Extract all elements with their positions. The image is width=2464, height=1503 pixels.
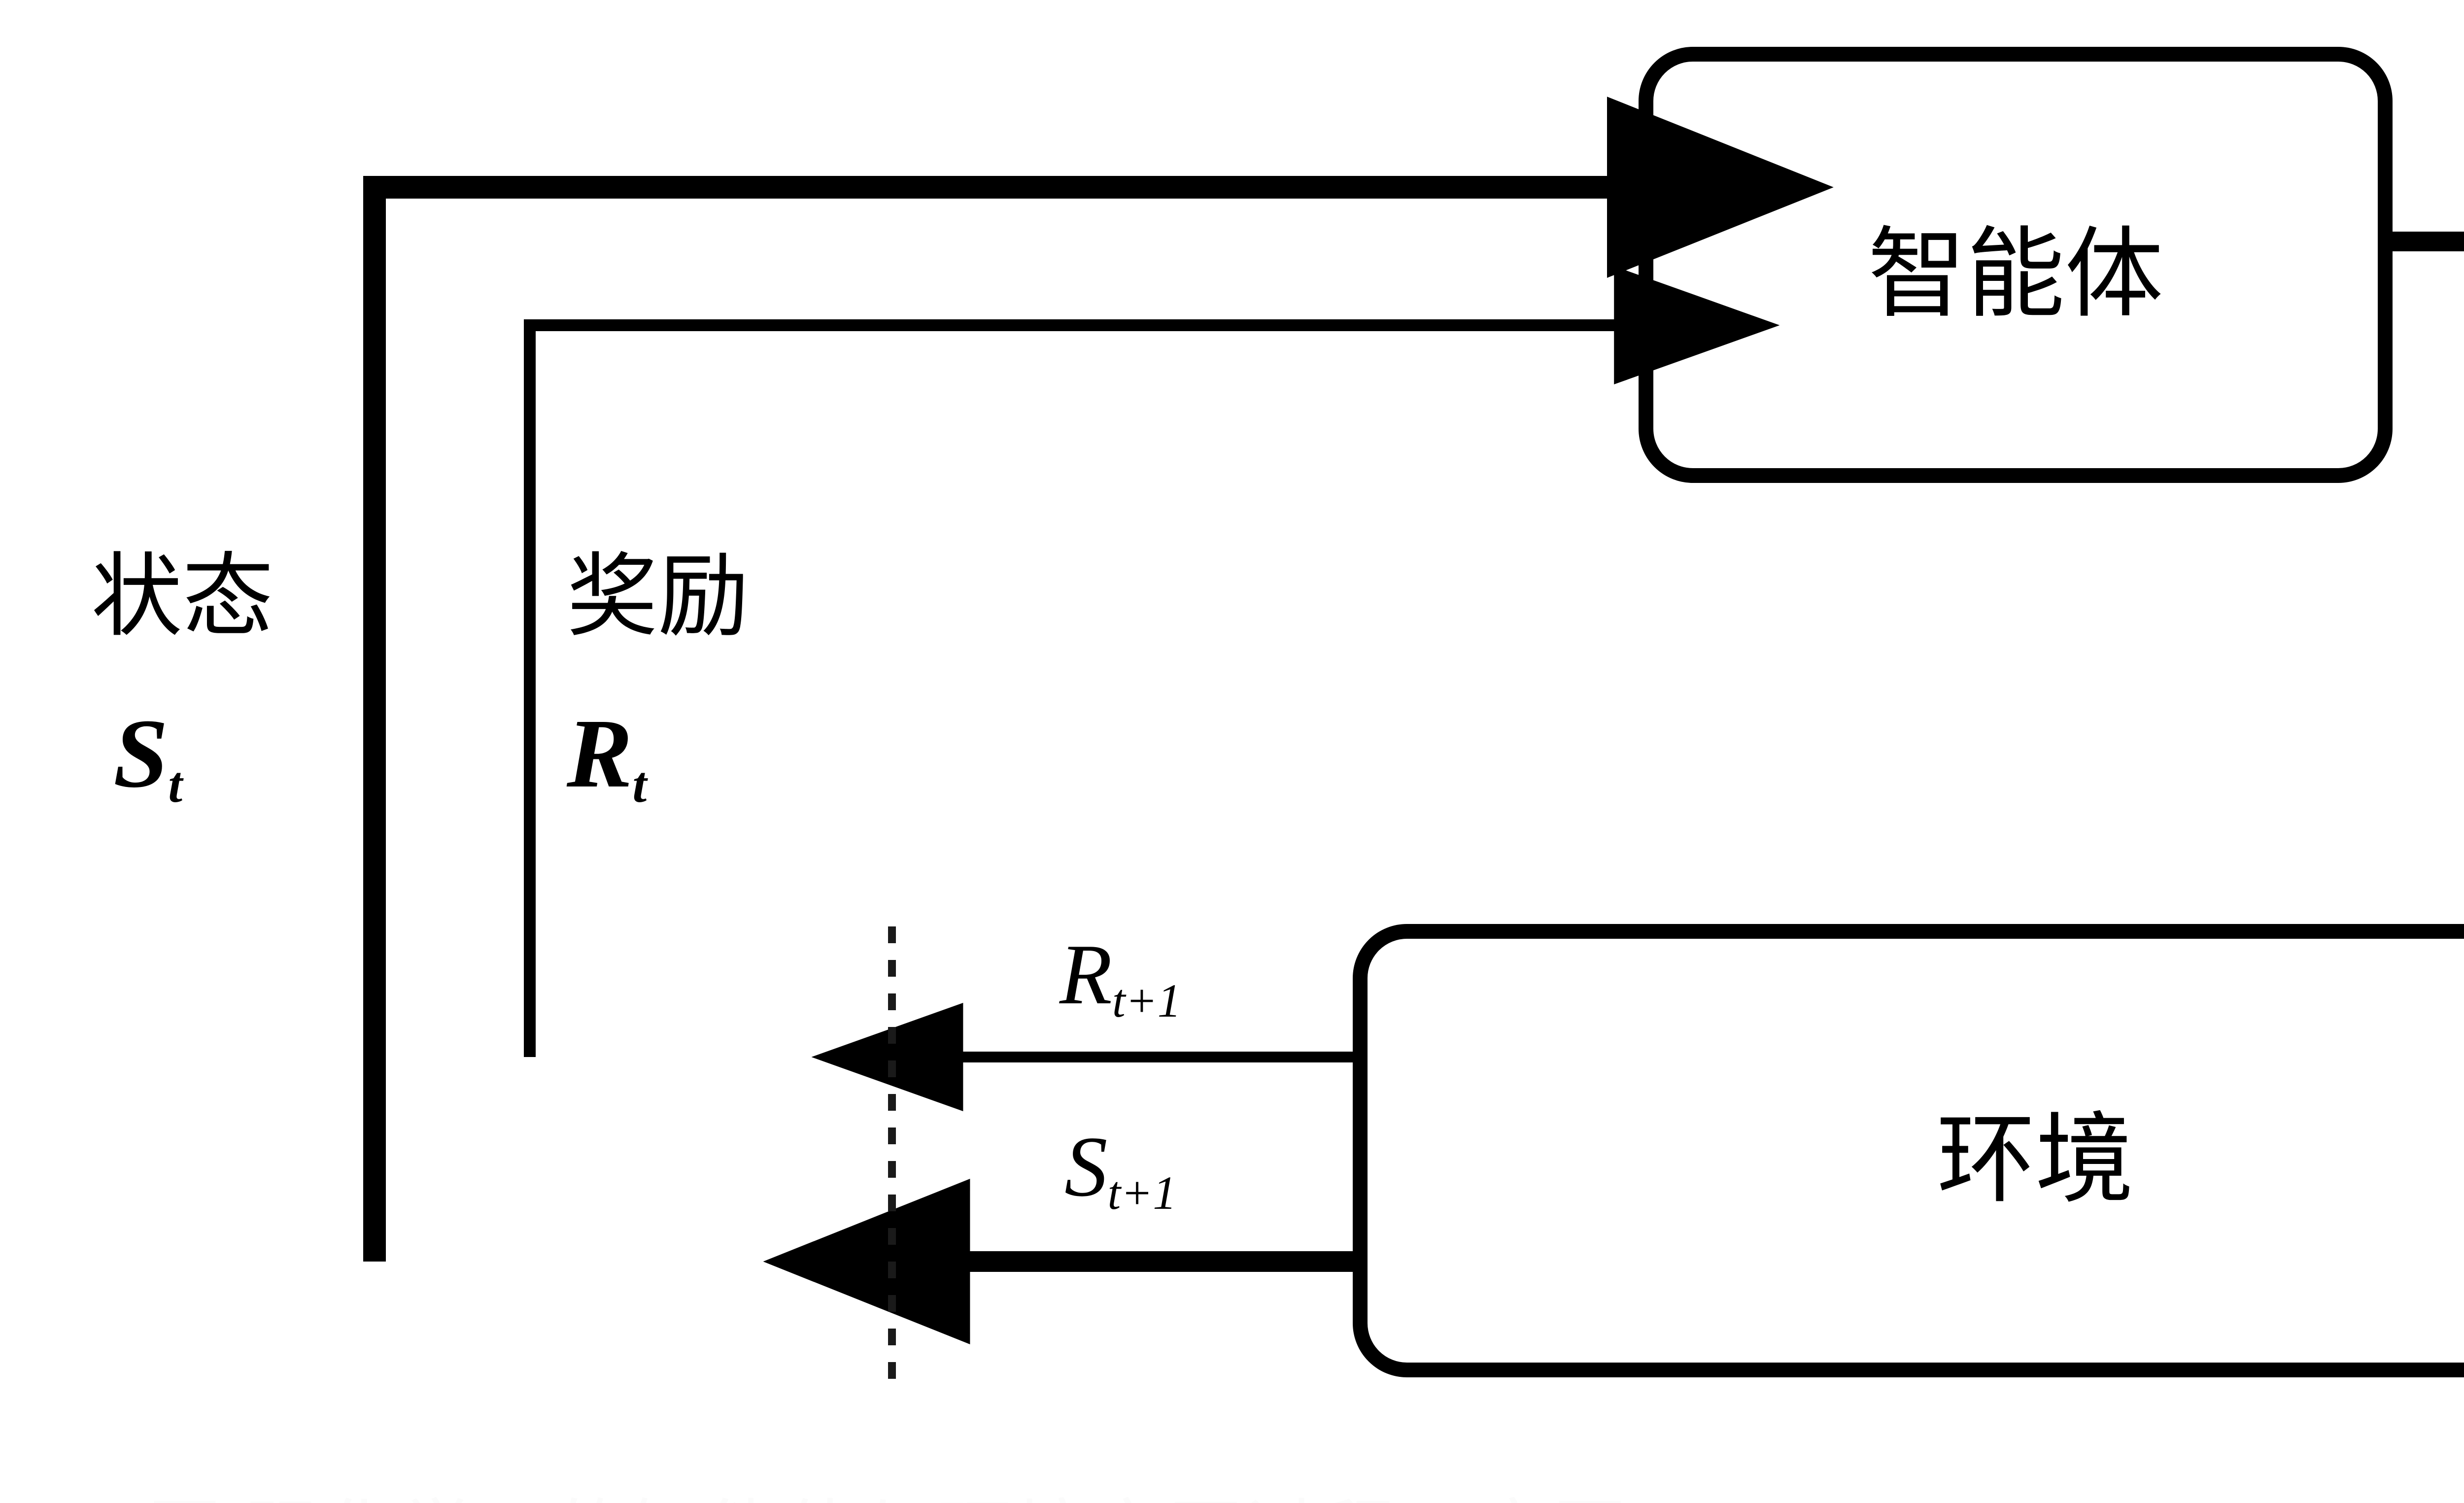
reward-edge-line bbox=[524, 266, 1780, 1057]
reward-label-cjk: 奖励 bbox=[567, 547, 749, 648]
next-reward-symbol: Rt+1 bbox=[1060, 931, 1181, 1025]
environment-node bbox=[1353, 924, 2464, 1377]
next-reward-symbol-subscript: t+1 bbox=[1112, 974, 1181, 1027]
next-state-symbol: St+1 bbox=[1064, 1124, 1176, 1217]
reward-symbol-base: R bbox=[567, 699, 633, 808]
edge-reward-to-agent bbox=[524, 266, 1780, 1057]
agent-box-label: 智能体 bbox=[1867, 220, 2163, 330]
reward-symbol-subscript: t bbox=[632, 756, 647, 814]
environment-box bbox=[1353, 924, 2464, 1377]
state-symbol-base: S bbox=[113, 699, 169, 808]
state-symbol: St bbox=[113, 705, 182, 811]
reward-symbol: Rt bbox=[567, 705, 647, 811]
state-edge-line bbox=[363, 97, 1834, 1262]
next-reward-symbol-base: R bbox=[1060, 926, 1112, 1022]
environment-box-label: 环境 bbox=[1936, 1106, 2134, 1215]
state-label-cjk: 状态 bbox=[91, 547, 274, 648]
edge-state-to-agent bbox=[363, 97, 1834, 1262]
next-state-symbol-base: S bbox=[1064, 1119, 1108, 1214]
next-state-symbol-subscript: t+1 bbox=[1107, 1166, 1177, 1219]
figure-caption: 图 强化学习的智能体与环境交互过程示意图 bbox=[148, 1474, 1630, 1503]
state-symbol-subscript: t bbox=[168, 756, 183, 814]
